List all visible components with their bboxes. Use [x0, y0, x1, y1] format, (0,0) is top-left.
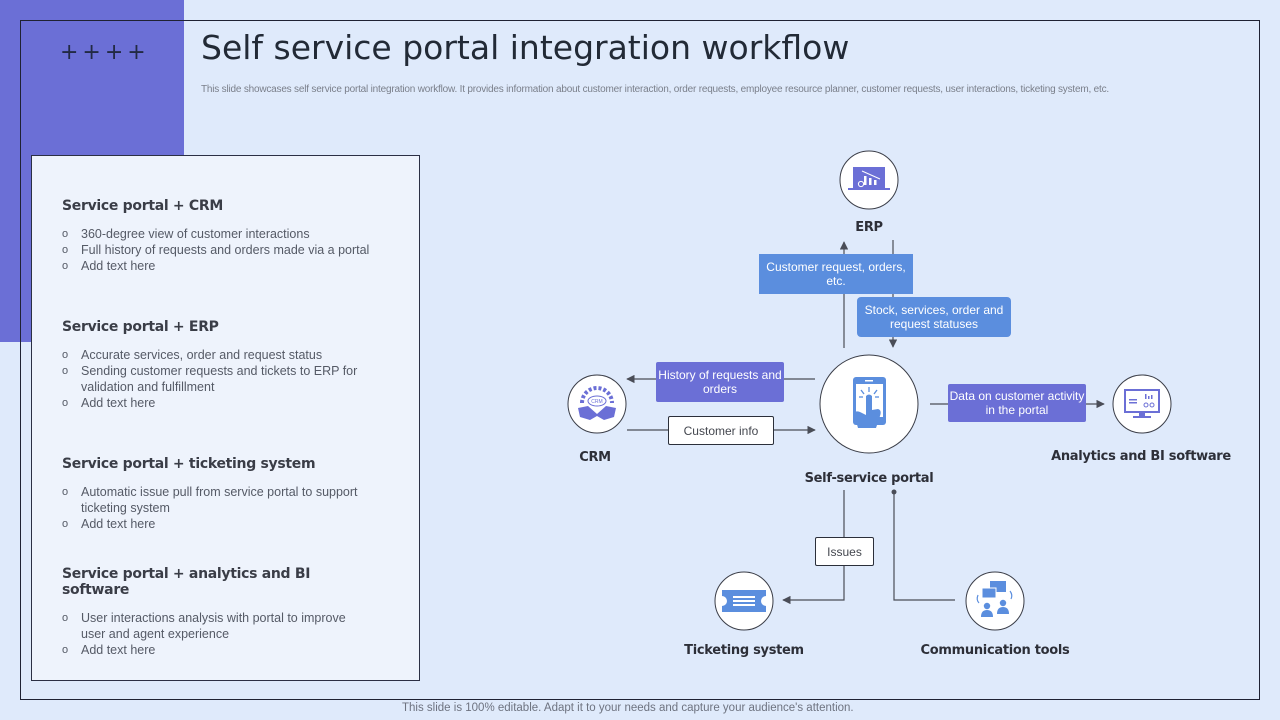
erp-label: ERP: [855, 220, 883, 235]
section-title: Service portal + analytics and BI softwa…: [62, 566, 311, 598]
section-title: Service portal + ERP: [62, 319, 219, 335]
bullet-item: Full history of requests and orders made…: [62, 242, 369, 258]
communication-label: Communication tools: [920, 643, 1070, 658]
crm-handshake-gear-icon: CRM: [578, 386, 616, 420]
section-analytics: Service portal + analytics and BI softwa…: [62, 566, 372, 658]
analytics-monitor-icon: [1124, 389, 1160, 418]
chat-people-icon: [976, 581, 1013, 617]
bullet-item: Add text here: [62, 516, 382, 532]
bullet-item: Add text here: [62, 395, 362, 411]
erp-laptop-chart-icon: [848, 167, 890, 190]
ticket-icon: [722, 590, 766, 612]
analytics-node: [1112, 374, 1172, 434]
bullet-item: Accurate services, order and request sta…: [62, 347, 362, 363]
flow-customer-request: Customer request, orders, etc.: [759, 254, 913, 294]
flow-history: History of requests and orders: [656, 362, 784, 402]
flow-customer-activity: Data on customer activity in the portal: [948, 384, 1086, 422]
portal-label: Self-service portal: [804, 471, 934, 486]
analytics-label: Analytics and BI software: [1051, 449, 1231, 464]
slide-frame: [20, 20, 1260, 700]
ticketing-node: [714, 571, 774, 631]
section-ticketing: Service portal + ticketing system Automa…: [62, 456, 382, 532]
page-title: Self service portal integration workflow: [201, 28, 850, 67]
connector-communication-to-portal: [893, 493, 955, 601]
erp-node: [839, 150, 899, 210]
bullet-item: Add text here: [62, 258, 369, 274]
bullet-item: User interactions analysis with portal t…: [62, 610, 372, 642]
section-title: Service portal + CRM: [62, 198, 224, 214]
mobile-touch-icon: [853, 377, 886, 428]
crm-label: CRM: [579, 450, 611, 465]
flow-customer-info: Customer info: [668, 416, 774, 445]
crm-node: CRM: [567, 374, 627, 434]
page-subtitle: This slide showcases self service portal…: [201, 84, 1109, 95]
communication-node: [965, 571, 1025, 631]
section-title: Service portal + ticketing system: [62, 456, 316, 472]
bullet-item: Automatic issue pull from service portal…: [62, 484, 382, 516]
bullet-item: Sending customer requests and tickets to…: [62, 363, 362, 395]
integration-details-panel: Service portal + CRM 360-degree view of …: [31, 155, 420, 681]
bullet-item: Add text here: [62, 642, 372, 658]
section-erp: Service portal + ERP Accurate services, …: [62, 319, 362, 411]
svg-text:CRM: CRM: [591, 399, 602, 405]
section-crm: Service portal + CRM 360-degree view of …: [62, 198, 369, 274]
flow-issues: Issues: [815, 537, 874, 566]
portal-node: [819, 354, 919, 454]
connector-portal-to-ticketing: [782, 490, 845, 605]
connector-endpoint-dot: [891, 489, 897, 495]
flow-stock-status: Stock, services, order and request statu…: [857, 297, 1011, 337]
ticketing-label: Ticketing system: [684, 643, 804, 658]
bullet-item: 360-degree view of customer interactions: [62, 226, 369, 242]
plus-decoration: ++++: [60, 40, 150, 65]
footer-note: This slide is 100% editable. Adapt it to…: [402, 702, 854, 714]
